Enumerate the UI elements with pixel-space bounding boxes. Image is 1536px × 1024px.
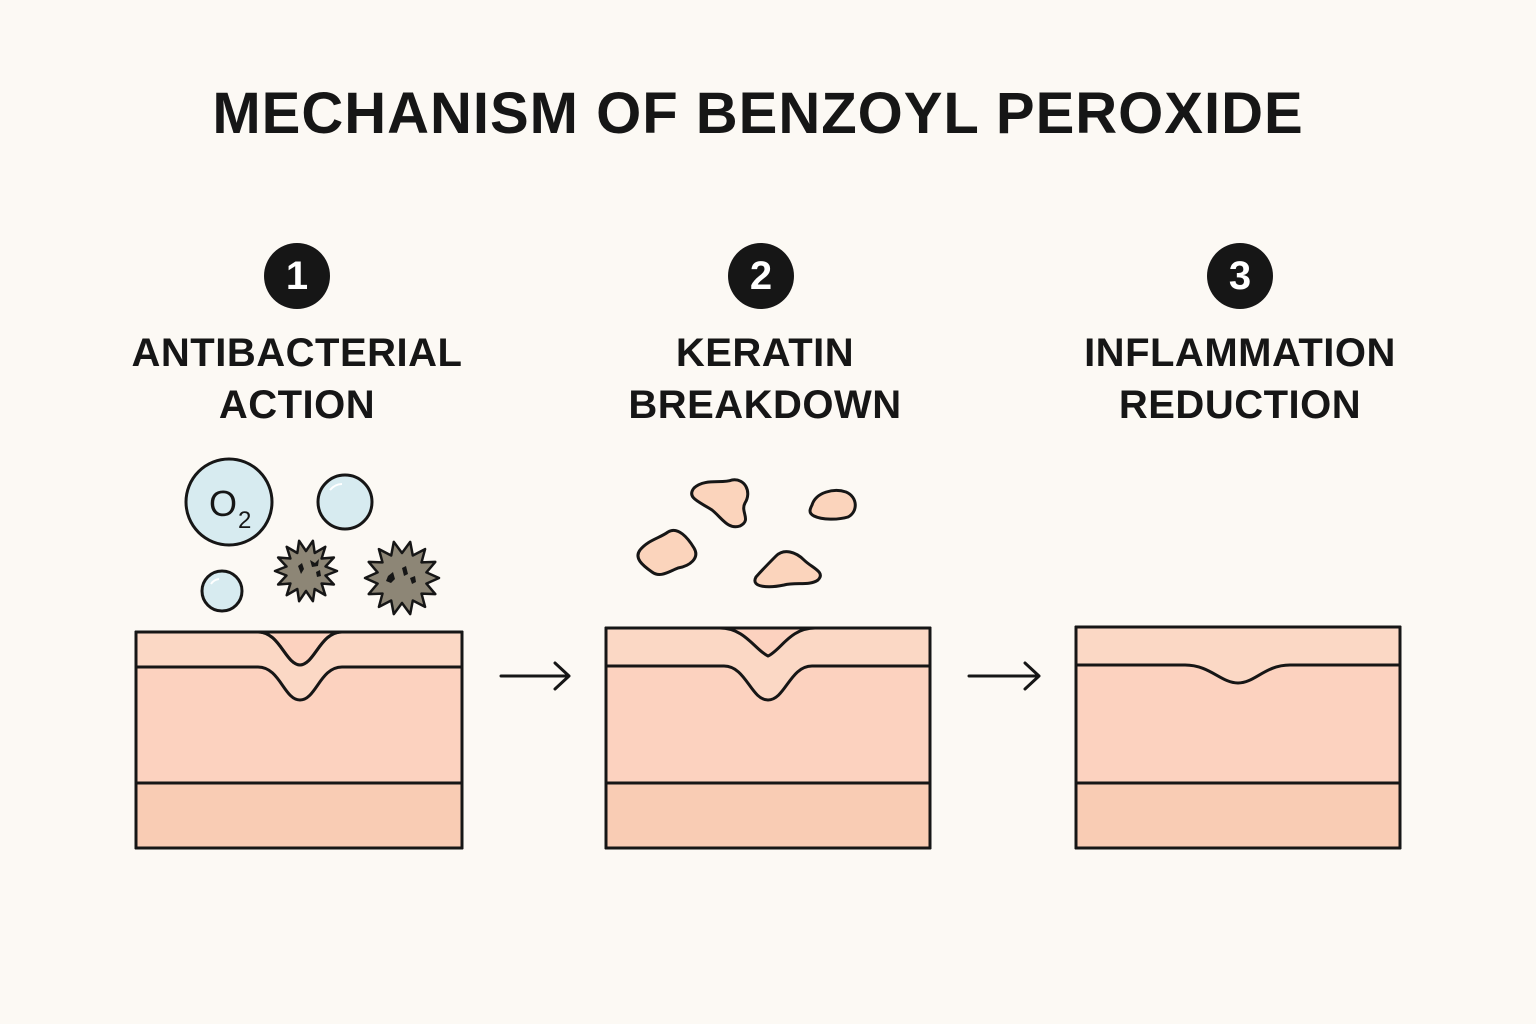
keratin-flake-icon [690,478,750,529]
bubble-icon [316,473,374,531]
bacteria-icon [273,539,339,603]
step-1-label-line2: ACTION [218,383,376,427]
skin-cross-section-1 [134,630,464,850]
step-1-label-line1: ANTIBACTERIAL [131,331,463,375]
step-3-label: INFLAMMATION REDUCTION [1020,327,1460,431]
arrow-right-icon [967,661,1041,691]
step-3-label-line2: REDUCTION [1118,383,1362,427]
keratin-flake-icon [753,550,822,589]
arrow-right-icon [499,661,571,691]
skin-cross-section-2 [604,626,932,850]
step-3-label-line1: INFLAMMATION [1084,331,1396,375]
keratin-flake-icon [636,529,698,576]
keratin-flake-icon [808,489,857,521]
oxygen-symbol: O [209,483,237,524]
step-2-badge: 2 [728,243,794,309]
step-1-label: ANTIBACTERIAL ACTION [77,327,517,431]
skin-cross-section-3 [1074,625,1402,850]
bacteria-spots [298,559,416,584]
oxygen-subscript: 2 [238,507,251,534]
step-3-badge: 3 [1207,243,1273,309]
step-2-label-line2: BREAKDOWN [628,383,902,427]
bacteria-icon [363,540,441,616]
diagram-title: MECHANISM OF BENZOYL PEROXIDE [212,81,1304,146]
step-2-label-line1: KERATIN [675,331,855,375]
oxygen-bubble [184,457,274,547]
step-1-badge: 1 [264,243,330,309]
step-2-label: KERATIN BREAKDOWN [545,327,985,431]
bubble-icon [200,569,244,613]
